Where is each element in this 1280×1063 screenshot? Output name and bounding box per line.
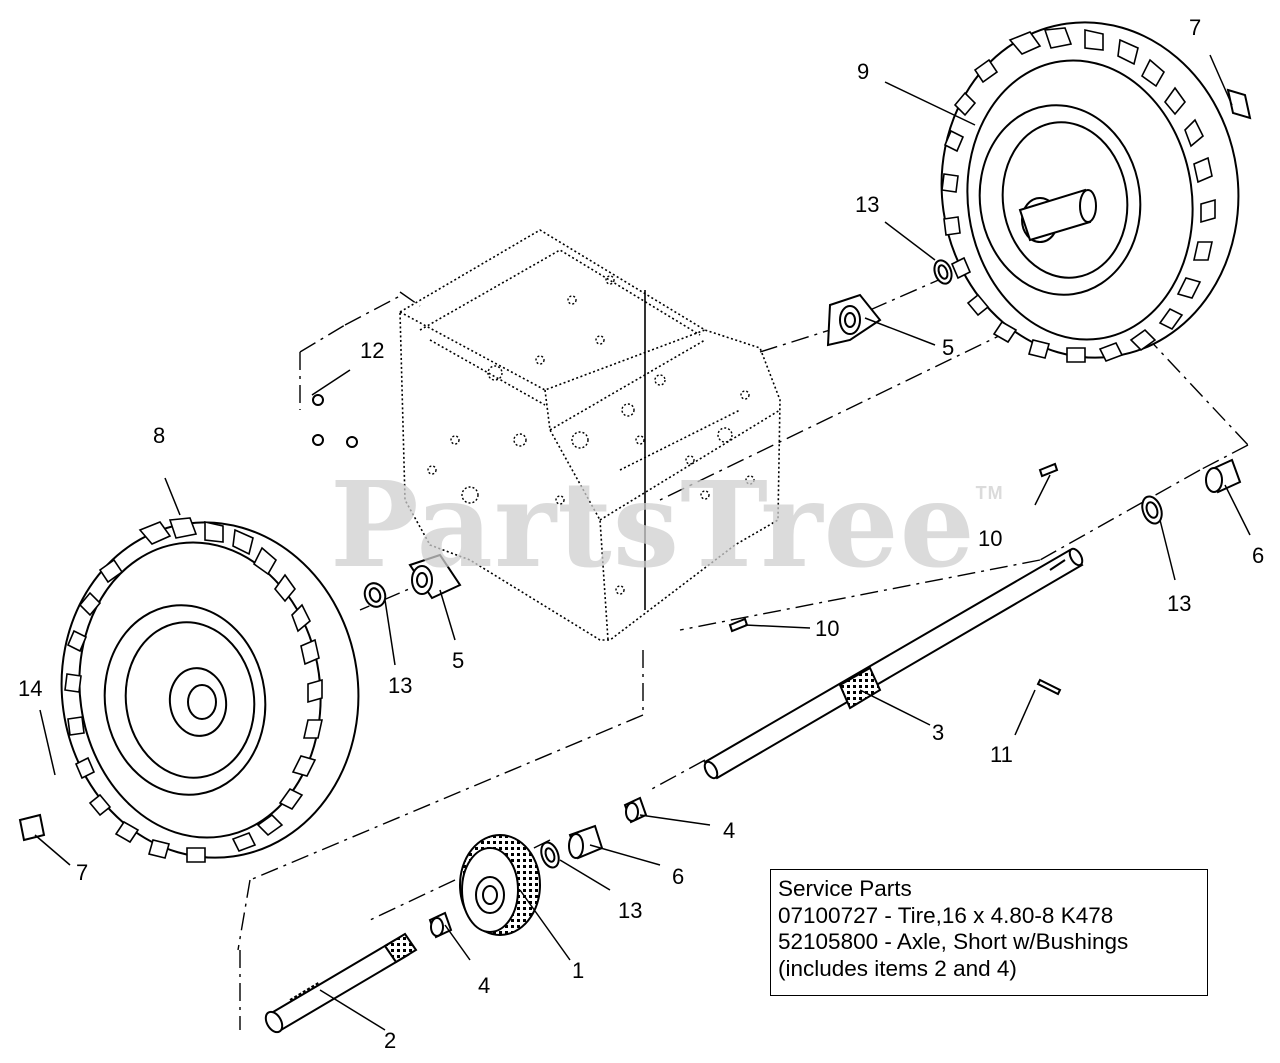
callout-7-right: 7 [1189, 15, 1202, 40]
callout-13-top: 13 [855, 192, 880, 217]
callout-10-upper: 10 [978, 526, 1003, 551]
gear [459, 834, 541, 936]
callout-14: 14 [18, 676, 43, 701]
watermark-text: PartsTree [330, 455, 976, 594]
callout-13-left: 13 [388, 673, 413, 698]
callout-4-lower: 4 [478, 973, 491, 998]
service-parts-line: 52105800 - Axle, Short w/Bushings [778, 929, 1129, 954]
bushings-washers [18, 88, 1252, 939]
callout-6-right: 6 [1252, 543, 1265, 568]
callout-12: 12 [360, 338, 385, 363]
service-parts-title: Service Parts [778, 876, 912, 901]
left-tire-tread [64, 517, 323, 863]
callout-13-lower: 13 [618, 898, 643, 923]
leader-lines [34, 54, 1251, 1031]
watermark-tm: TM [975, 483, 1004, 503]
service-parts-line: (includes items 2 and 4) [778, 955, 1017, 981]
callout-5-left: 5 [452, 648, 465, 673]
callout-6-lower: 6 [672, 864, 685, 889]
service-parts-line: 07100727 - Tire,16 x 4.80-8 K478 [778, 902, 1114, 928]
long-axle [703, 547, 1084, 780]
callout-3: 3 [932, 720, 945, 745]
callout-13-right: 13 [1167, 591, 1192, 616]
callout-9: 9 [857, 59, 870, 84]
right-wheel-hub-shaft [1018, 188, 1097, 242]
short-axle [264, 932, 418, 1034]
callout-4-upper: 4 [723, 818, 736, 843]
callout-8: 8 [153, 423, 166, 448]
watermark: PartsTreeTM [330, 455, 1004, 594]
callout-5-right: 5 [942, 335, 955, 360]
callout-7-left: 7 [76, 860, 89, 885]
gearbox-housing [399, 229, 781, 641]
callout-2: 2 [384, 1028, 397, 1053]
service-parts-box: Service Parts 07100727 - Tire,16 x 4.80-… [770, 869, 1208, 996]
callout-1: 1 [572, 958, 585, 983]
housing-holes [427, 275, 755, 595]
right-tire-tread [941, 27, 1216, 363]
left-wheel [60, 521, 360, 859]
callout-10-lower: 10 [815, 616, 840, 641]
callout-11: 11 [990, 742, 1013, 767]
